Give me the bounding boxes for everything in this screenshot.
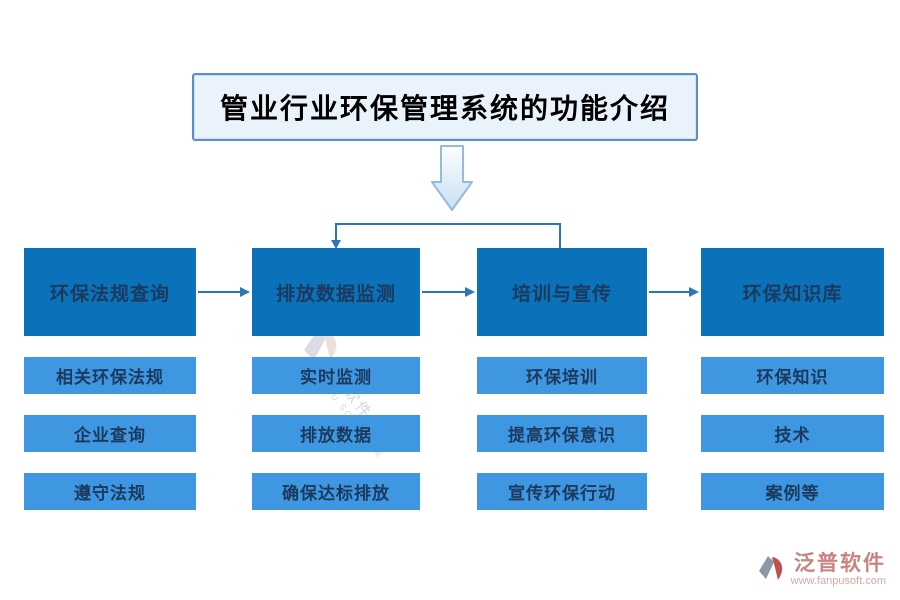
header-box-knowledge-base: 环保知识库 [701, 248, 884, 336]
header-box-training-publicity: 培训与宣传 [477, 248, 647, 336]
arrow-3-4-head [689, 287, 699, 297]
arrow-2-3-head [465, 287, 475, 297]
item-box: 环保培训 [477, 357, 647, 394]
item-box: 案例等 [701, 473, 884, 510]
item-box: 实时监测 [252, 357, 420, 394]
arrow-1-2-head [240, 287, 250, 297]
column-training-publicity: 培训与宣传 环保培训 提高环保意识 宣传环保行动 [477, 248, 647, 510]
item-box: 企业查询 [24, 415, 196, 452]
item-box: 遵守法规 [24, 473, 196, 510]
item-box: 相关环保法规 [24, 357, 196, 394]
item-box: 宣传环保行动 [477, 473, 647, 510]
column-regulation-query: 环保法规查询 相关环保法规 企业查询 遵守法规 [24, 248, 196, 510]
header-box-regulation-query: 环保法规查询 [24, 248, 196, 336]
brand-footer: 泛普软件 www.fanpusoft.com [757, 551, 886, 588]
item-box: 技术 [701, 415, 884, 452]
big-down-arrow [431, 145, 473, 211]
bracket-arrowhead [331, 240, 341, 249]
fanpu-logo-icon [758, 556, 782, 580]
bracket-connector [335, 223, 561, 248]
brand-url: www.fanpusoft.com [790, 575, 886, 587]
brand-name: 泛普软件 [794, 551, 886, 575]
item-box: 确保达标排放 [252, 473, 420, 510]
item-box: 提高环保意识 [477, 415, 647, 452]
column-knowledge-base: 环保知识库 环保知识 技术 案例等 [701, 248, 884, 510]
item-box: 排放数据 [252, 415, 420, 452]
diagram-title: 管业行业环保管理系统的功能介绍 [192, 73, 698, 141]
column-emission-monitoring: 排放数据监测 实时监测 排放数据 确保达标排放 [252, 248, 420, 510]
item-box: 环保知识 [701, 357, 884, 394]
header-box-emission-monitoring: 排放数据监测 [252, 248, 420, 336]
